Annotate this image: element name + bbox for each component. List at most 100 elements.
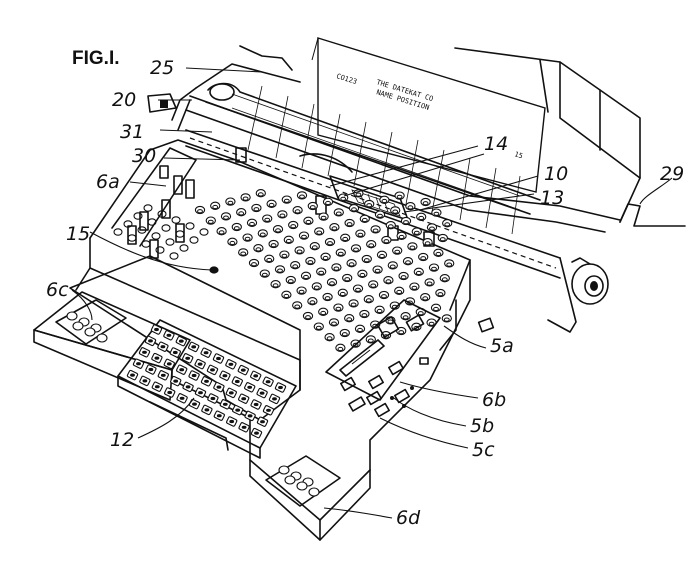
function-key-cap: [424, 241, 431, 246]
function-key-cap: [257, 192, 264, 197]
ref-31: 31: [120, 121, 144, 143]
function-key-cap: [396, 194, 403, 199]
switch-key: [189, 236, 199, 244]
function-key-cap: [418, 215, 425, 221]
function-key-cap: [303, 274, 309, 280]
function-key-cap: [229, 240, 236, 246]
function-key-cap: [446, 262, 453, 267]
typewriter-keyboard: [117, 319, 297, 459]
typewriter-key-mark: [234, 379, 240, 384]
function-key-cap: [270, 243, 277, 248]
typewriter-key-mark: [166, 333, 172, 337]
function-key-cap: [340, 196, 347, 201]
function-key-cap: [361, 217, 368, 223]
function-key-cap: [443, 317, 450, 322]
function-key-grid: [113, 189, 455, 352]
function-key-cap: [315, 325, 322, 330]
ref-6c: 6c: [46, 279, 69, 301]
function-key-cap: [396, 289, 403, 295]
switch-key: [199, 228, 209, 236]
function-key-cap: [355, 192, 362, 197]
typewriter-key-mark: [203, 351, 209, 355]
function-key-cap: [294, 209, 301, 214]
typewriter-key-mark: [216, 356, 221, 361]
switch-key: [165, 238, 175, 246]
function-key-cap: [327, 241, 333, 246]
switch-key: [175, 230, 185, 238]
typewriter-key-mark: [185, 385, 191, 389]
function-key-cap: [335, 306, 342, 311]
function-key-cap: [212, 204, 219, 210]
switch-key: [127, 234, 137, 242]
leader-lines: [71, 67, 673, 519]
function-key-cap: [357, 327, 363, 333]
function-key-cap: [333, 266, 340, 271]
function-key-cap: [420, 256, 427, 261]
typewriter-key-mark: [204, 379, 209, 383]
function-key-cap: [331, 321, 337, 326]
platen-knob: [571, 257, 609, 305]
function-key-cap: [444, 222, 451, 227]
typewriter-key-mark: [154, 327, 159, 332]
ref-20: 20: [112, 89, 136, 111]
function-key-cap: [429, 226, 435, 231]
function-key-cap: [264, 217, 271, 222]
typewriter-key-mark: [154, 356, 160, 360]
function-key-cap: [298, 289, 305, 294]
function-key-cap: [240, 251, 247, 256]
function-key-cap: [398, 330, 405, 335]
function-key-cap: [353, 247, 359, 252]
function-key-cap: [299, 194, 305, 199]
typewriter-key-mark: [228, 362, 234, 366]
function-key-cap: [365, 298, 372, 303]
function-key-cap: [355, 287, 361, 292]
function-key-cap: [415, 270, 422, 276]
function-key-cap: [426, 281, 433, 286]
pad-key: [308, 487, 320, 497]
typewriter-key-mark: [235, 408, 241, 412]
labels: FIG.I. 25 20 31 30 6a 14 10 13 29 15 6c …: [46, 48, 684, 529]
typewriter-key-mark: [179, 396, 185, 400]
switch-panel-6a: [111, 147, 197, 259]
function-key-cap: [400, 275, 407, 280]
function-key-cap: [357, 232, 364, 237]
function-key-cap: [387, 319, 394, 324]
function-key-cap: [368, 243, 375, 248]
ref-10: 10: [544, 163, 568, 185]
ref-14: 14: [484, 133, 508, 155]
typewriter-key-mark: [142, 350, 147, 354]
function-key-cap: [331, 226, 338, 231]
function-key-cap: [322, 255, 329, 261]
function-key-cap: [324, 296, 331, 301]
function-key-cap: [433, 211, 440, 216]
function-key-cap: [223, 215, 229, 220]
typewriter-key-mark: [253, 402, 259, 407]
function-key-cap: [259, 232, 266, 237]
typewriter-key-mark: [253, 374, 259, 378]
function-key-cap: [376, 308, 383, 314]
function-key-cap: [325, 200, 331, 206]
function-key-cap: [283, 293, 290, 299]
function-key-cap: [422, 201, 429, 206]
paper-sheet: CO123 THE DATEKAT CO NAME POSITION 15: [311, 37, 546, 193]
key-pad-6c: [55, 299, 127, 345]
control-panel-right: [325, 299, 441, 418]
function-key-cap: [255, 247, 262, 252]
function-key-cap: [313, 285, 320, 290]
function-key-cap: [367, 338, 374, 343]
typewriter-key-mark: [266, 408, 271, 412]
function-key-cap: [301, 234, 307, 239]
function-key-cap: [233, 226, 240, 231]
function-key-cap: [316, 230, 323, 235]
function-key-cap: [227, 200, 234, 205]
lever-29: [619, 203, 686, 227]
function-key-cap: [351, 207, 357, 212]
ref-25: 25: [150, 57, 174, 79]
function-key-cap: [329, 281, 335, 286]
typewriter-key-mark: [191, 345, 197, 349]
typewriter-key-mark: [240, 368, 246, 372]
function-key-cap: [381, 294, 387, 299]
ref-6a: 6a: [96, 171, 120, 193]
